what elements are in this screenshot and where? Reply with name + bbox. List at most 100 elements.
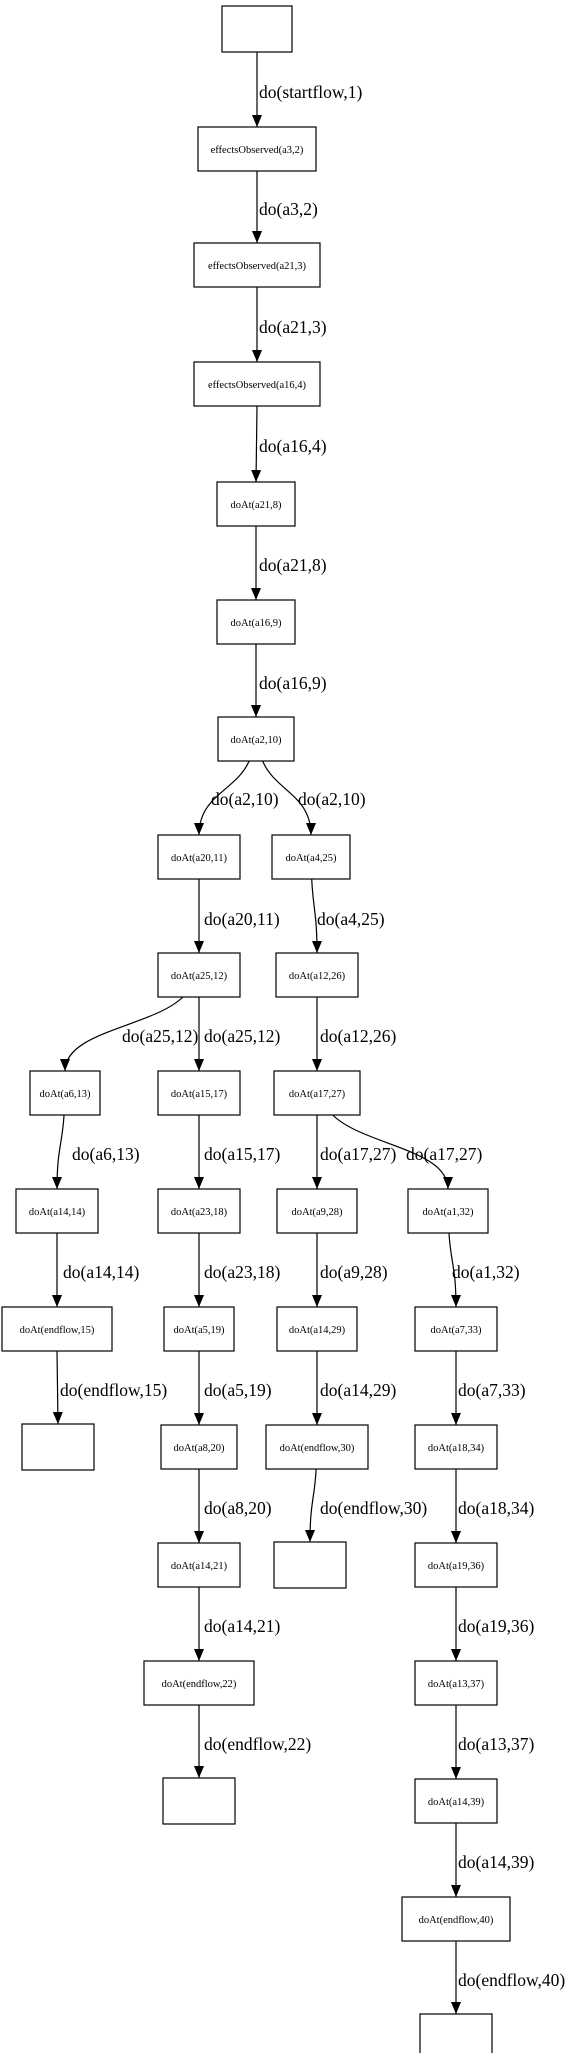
transition-label: do(a14,29) [320, 1380, 396, 1400]
transition-label: do(a25,12) [122, 1026, 198, 1046]
terminal-node [419, 2013, 493, 2053]
state-node-label: effectsObserved(a3,2) [211, 145, 304, 156]
state-node: doAt(a15,17) [157, 1070, 241, 1116]
transition-label: do(endflow,22) [204, 1734, 311, 1754]
transition-label: do(a5,19) [204, 1380, 272, 1400]
state-node-label: doAt(a15,17) [171, 1089, 228, 1100]
transition-label: do(a18,34) [458, 1498, 534, 1518]
transition-label: do(a17,27) [406, 1144, 482, 1164]
transition-label: do(a6,13) [72, 1144, 140, 1164]
transition-label: do(a17,27) [320, 1144, 396, 1164]
transition-arrow [311, 878, 322, 954]
state-node-label: doAt(a14,39) [428, 1797, 485, 1808]
state-node-label: doAt(a7,33) [430, 1325, 482, 1336]
state-node: doAt(a14,14) [15, 1188, 99, 1234]
state-node-label: doAt(a1,32) [422, 1207, 474, 1218]
state-node: doAt(a13,37) [414, 1660, 498, 1706]
state-node-label: effectsObserved(a16,4) [208, 380, 307, 391]
state-node-label: doAt(a4,25) [285, 853, 337, 864]
state-node-box [276, 1188, 358, 1234]
transition-arrow [52, 1114, 65, 1190]
nodes-layer: effectsObserved(a3,2) effectsObserved(a21… [1, 5, 511, 2053]
state-node: effectsObserved(a21,3) [193, 242, 321, 288]
state-node: doAt(a14,21) [157, 1542, 241, 1588]
state-node-box [419, 2013, 493, 2053]
state-node-box [1, 1306, 113, 1352]
state-node-label: doAt(a8,20) [173, 1443, 225, 1454]
state-node-box [163, 1306, 235, 1352]
state-node-box [157, 1188, 241, 1234]
state-node: doAt(endflow,30) [265, 1424, 369, 1470]
state-node-label: doAt(a14,29) [289, 1325, 346, 1336]
transition-arrow [52, 1350, 63, 1425]
state-node-label: doAt(endflow,22) [162, 1679, 237, 1690]
state-node-box [193, 242, 321, 288]
transition-arrow [262, 760, 316, 836]
state-node-label: doAt(a9,28) [291, 1207, 343, 1218]
transition-label: do(a14,21) [204, 1616, 280, 1636]
state-node-label: doAt(a25,12) [171, 971, 228, 982]
transition-label: do(a21,8) [259, 555, 327, 575]
transition-arrow [332, 1114, 453, 1190]
transition-arrow [60, 996, 184, 1072]
state-node: doAt(a9,28) [276, 1188, 358, 1234]
state-node-label: doAt(a23,18) [171, 1207, 228, 1218]
state-node: doAt(a19,36) [414, 1542, 498, 1588]
state-node: doAt(endflow,15) [1, 1306, 113, 1352]
state-node: doAt(a14,39) [414, 1778, 498, 1824]
transition-label: do(a14,39) [458, 1852, 534, 1872]
transition-label: do(a16,9) [259, 673, 327, 693]
transition-label: do(a2,10) [211, 789, 279, 809]
terminal-node [221, 5, 293, 53]
state-node: doAt(a20,11) [157, 834, 241, 880]
state-node-label: doAt(a12,26) [289, 971, 346, 982]
state-node-box [401, 1896, 511, 1942]
state-node-box [216, 599, 296, 645]
transition-label: do(a7,33) [458, 1380, 526, 1400]
state-node-label: doAt(a21,8) [230, 500, 282, 511]
state-node-label: doAt(a5,19) [173, 1325, 225, 1336]
state-node-box [143, 1660, 255, 1706]
state-node: doAt(a17,27) [273, 1070, 361, 1116]
state-node-label: doAt(a13,37) [428, 1679, 485, 1690]
transition-arrow [448, 1232, 461, 1308]
state-node: doAt(a4,25) [271, 834, 351, 880]
transition-label: do(a8,20) [204, 1498, 272, 1518]
terminal-node [273, 1541, 347, 1589]
state-node-label: doAt(a18,34) [428, 1443, 485, 1454]
state-node: doAt(a2,10) [217, 716, 295, 762]
state-node-box [160, 1424, 238, 1470]
state-node: doAt(a8,20) [160, 1424, 238, 1470]
state-node-label: doAt(a17,27) [289, 1089, 346, 1100]
state-node: doAt(a5,19) [163, 1306, 235, 1352]
state-node-box [275, 952, 359, 998]
state-node-box [216, 481, 296, 527]
state-node-box [407, 1188, 489, 1234]
state-node: doAt(a12,26) [275, 952, 359, 998]
state-node-box [21, 1423, 95, 1471]
state-node-box [15, 1188, 99, 1234]
state-node: doAt(a14,29) [276, 1306, 358, 1352]
state-node: doAt(a23,18) [157, 1188, 241, 1234]
state-node-box [271, 834, 351, 880]
transition-label: do(a3,2) [259, 199, 318, 219]
transition-label: do(endflow,30) [320, 1498, 427, 1518]
state-node: doAt(a1,32) [407, 1188, 489, 1234]
state-node-box [157, 1542, 241, 1588]
state-node-label: doAt(endflow,15) [20, 1325, 95, 1336]
state-node: doAt(a21,8) [216, 481, 296, 527]
state-node: doAt(endflow,22) [143, 1660, 255, 1706]
transition-label: do(a4,25) [317, 909, 385, 929]
terminal-node [21, 1423, 95, 1471]
state-node-label: doAt(a2,10) [230, 735, 282, 746]
transition-label: do(a16,4) [259, 436, 327, 456]
transition-arrow [305, 1468, 317, 1543]
state-node-label: doAt(a14,21) [171, 1561, 228, 1572]
state-node-label: effectsObserved(a21,3) [208, 261, 307, 272]
transition-label: do(a1,32) [452, 1262, 520, 1282]
state-node-label: doAt(a19,36) [428, 1561, 485, 1572]
transition-label: do(endflow,15) [60, 1380, 167, 1400]
state-node-box [157, 1070, 241, 1116]
